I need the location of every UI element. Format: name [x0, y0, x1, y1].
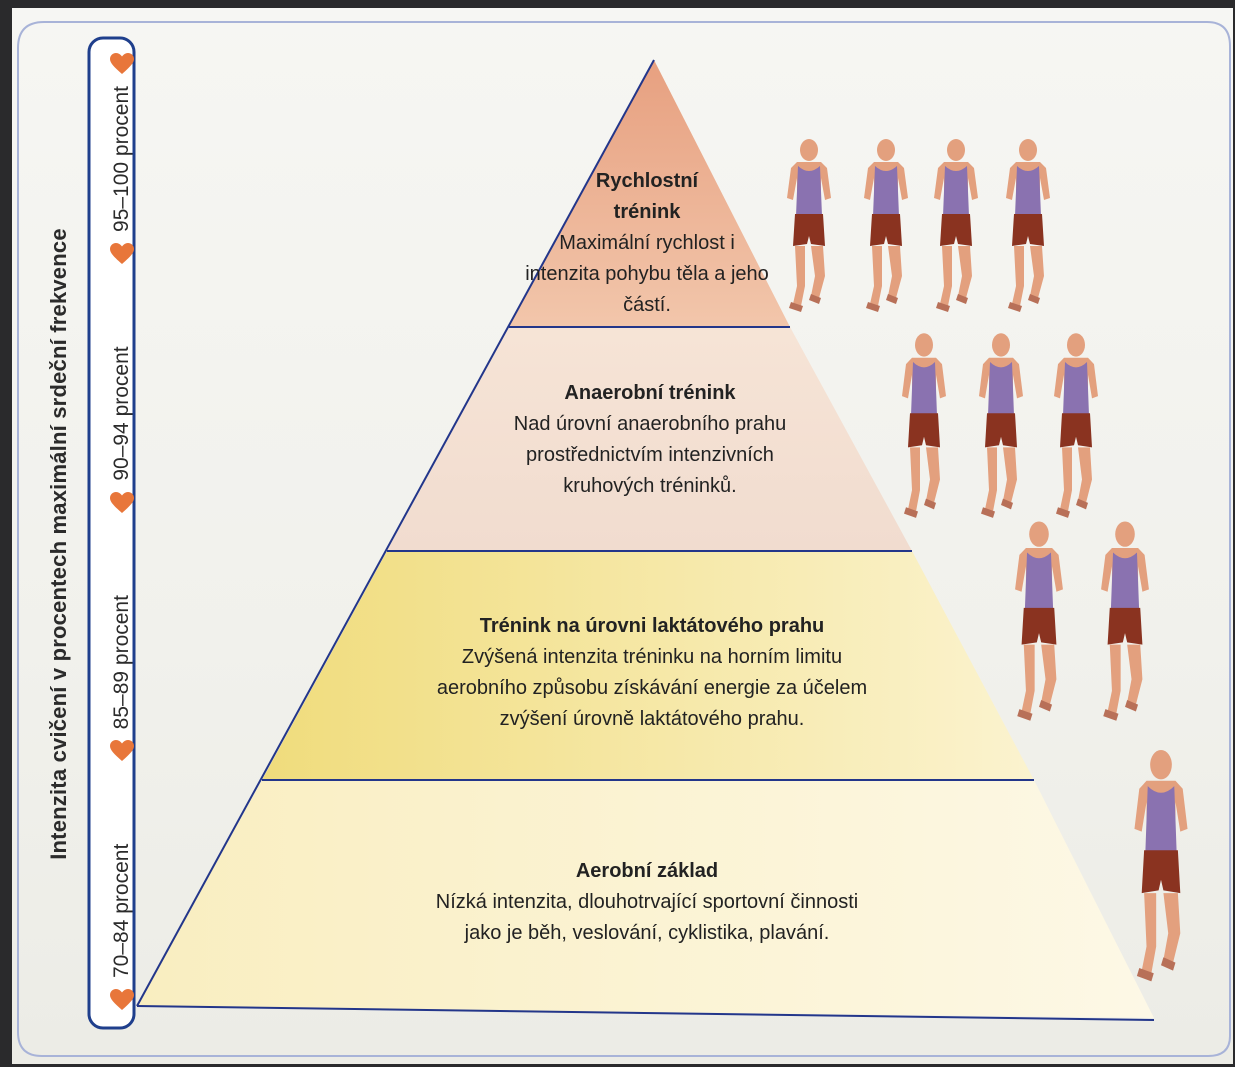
level-aerobic-text: Aerobní základ Nízká intenzita, dlouhotr…	[402, 856, 892, 949]
side-title: Intenzita cvičení v procentech maximální…	[46, 228, 71, 860]
page-background: Intenzita cvičení v procentech maximální…	[12, 8, 1233, 1064]
scale-label: 70–84 procent	[110, 843, 133, 978]
band-aerobic	[137, 780, 1154, 1018]
runner-figure	[787, 139, 831, 312]
intensity-scale: 70–84 procent 85–89 procent 90–94 procen…	[110, 52, 134, 1012]
level-title: Anaerobní trénink	[564, 382, 736, 404]
runner-figure	[934, 139, 978, 312]
level-title: Rychlostní trénink	[595, 170, 699, 223]
band-anaerobic	[387, 327, 912, 551]
heart-icon	[110, 989, 134, 1011]
intensity-scale-box	[87, 36, 136, 1030]
heart-icon	[110, 491, 134, 514]
level-lactate-text: Trénink na úrovni laktátového prahu Zvýš…	[412, 611, 892, 735]
level-title: Trénink na úrovni laktátového prahu	[479, 615, 825, 637]
scale-label: 90–94 procent	[110, 346, 133, 481]
runner-figure	[902, 333, 946, 518]
level-title: Aerobní základ	[575, 860, 719, 882]
level-description: Nad úrovní anaerobního prahu prostřednic…	[513, 413, 787, 497]
level-anaerobic-text: Anaerobní trénink Nad úrovní anaerobního…	[480, 378, 820, 502]
runner-figure	[1134, 750, 1188, 982]
baseline	[136, 1005, 1155, 1021]
level-description: Nízká intenzita, dlouhotrvající sportovn…	[435, 891, 859, 944]
scale-item: 70–84 procent	[110, 844, 134, 1012]
heart-icon	[110, 53, 134, 75]
runner-figure	[1101, 521, 1149, 721]
runner-figure	[1054, 333, 1098, 518]
pyramid-edge	[136, 59, 655, 1007]
band-speed	[509, 60, 790, 327]
runner-figure	[864, 139, 908, 312]
outer-frame	[17, 21, 1231, 1057]
level-description: Maximální rychlost i intenzita pohybu tě…	[525, 232, 769, 316]
runner-figure	[1015, 521, 1063, 721]
heart-icon	[110, 242, 134, 265]
runner-figure	[979, 333, 1023, 518]
scale-label: 95–100 procent	[110, 86, 133, 232]
heart-icon	[110, 740, 134, 762]
scale-item: 95–100 procent	[110, 52, 134, 266]
diagram-canvas	[17, 21, 1231, 1057]
scale-item: 90–94 procent	[110, 346, 134, 514]
level-speed-text: Rychlostní trénink Maximální rychlost i …	[512, 166, 782, 321]
runner-figure	[1006, 139, 1050, 312]
band-lactate	[262, 551, 1034, 780]
level-description: Zvýšená intenzita tréninku na horním lim…	[436, 646, 868, 730]
scale-item: 85–89 procent	[110, 595, 134, 763]
scale-label: 85–89 procent	[110, 595, 133, 730]
